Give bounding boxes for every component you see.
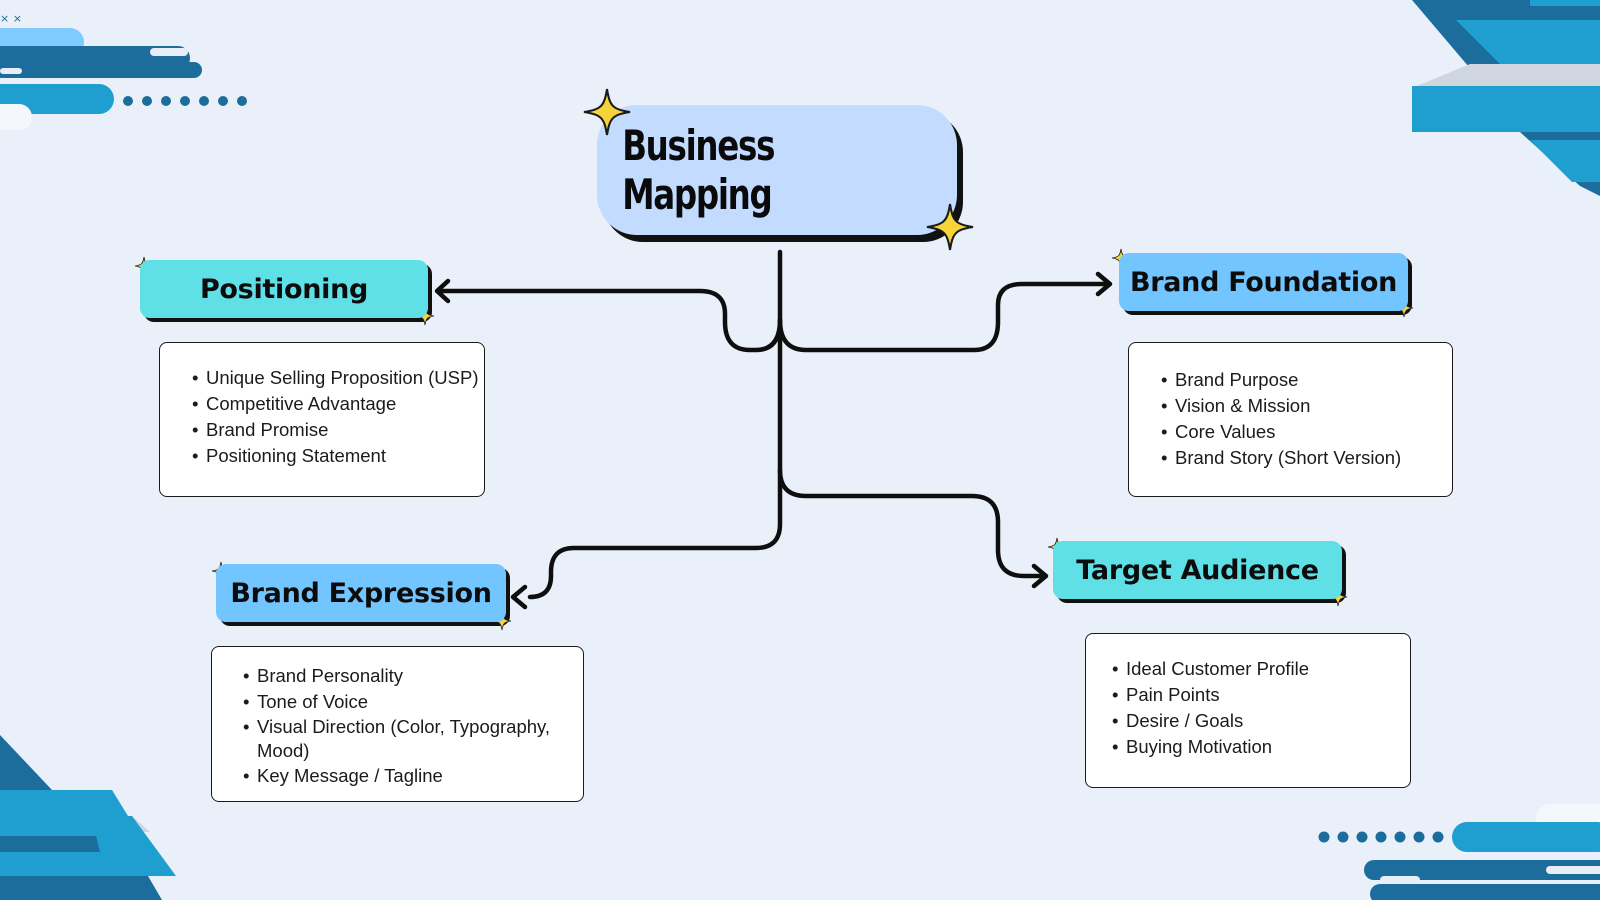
node-brand-foundation-label: Brand Foundation bbox=[1129, 266, 1398, 298]
list-item: Brand Personality bbox=[243, 663, 559, 689]
list-item: Pain Points bbox=[1112, 682, 1410, 708]
list-item: Ideal Customer Profile bbox=[1112, 656, 1410, 682]
positioning-details-card: Unique Selling Proposition (USP) Competi… bbox=[159, 342, 485, 497]
node-brand-foundation: Brand Foundation bbox=[1119, 253, 1412, 315]
bottom-right-stripes bbox=[1318, 804, 1600, 900]
svg-text:× ×: × × bbox=[0, 12, 22, 25]
target-audience-details-card: Ideal Customer Profile Pain Points Desir… bbox=[1085, 633, 1411, 788]
list-item: Unique Selling Proposition (USP) bbox=[192, 365, 484, 391]
list-item: Tone of Voice bbox=[243, 689, 559, 715]
top-left-stripes: × × bbox=[0, 12, 247, 130]
list-item: Vision & Mission bbox=[1161, 393, 1452, 419]
bottom-left-shapes bbox=[0, 735, 176, 900]
brand-expression-details-card: Brand Personality Tone of Voice Visual D… bbox=[211, 646, 584, 802]
list-item: Positioning Statement bbox=[192, 443, 484, 469]
node-target-audience: Target Audience bbox=[1053, 541, 1346, 603]
list-item: Competitive Advantage bbox=[192, 391, 484, 417]
list-item: Key Message / Tagline bbox=[243, 763, 559, 789]
list-item: Brand Promise bbox=[192, 417, 484, 443]
list-item: Visual Direction (Color, Typography, Moo… bbox=[243, 715, 559, 763]
node-brand-expression: Brand Expression bbox=[216, 564, 510, 626]
brand-foundation-details-card: Brand Purpose Vision & Mission Core Valu… bbox=[1128, 342, 1453, 497]
node-brand-expression-label: Brand Expression bbox=[230, 577, 492, 609]
node-positioning: Positioning bbox=[140, 260, 432, 322]
central-node: Business Mapping bbox=[597, 105, 963, 242]
list-item: Buying Motivation bbox=[1112, 734, 1410, 760]
list-item: Core Values bbox=[1161, 419, 1452, 445]
top-right-shapes bbox=[1412, 0, 1600, 196]
node-positioning-label: Positioning bbox=[199, 273, 369, 305]
list-item: Brand Story (Short Version) bbox=[1161, 445, 1452, 471]
list-item: Desire / Goals bbox=[1112, 708, 1410, 734]
node-target-audience-label: Target Audience bbox=[1076, 554, 1319, 586]
list-item: Brand Purpose bbox=[1161, 367, 1452, 393]
central-title: Business Mapping bbox=[622, 121, 775, 219]
